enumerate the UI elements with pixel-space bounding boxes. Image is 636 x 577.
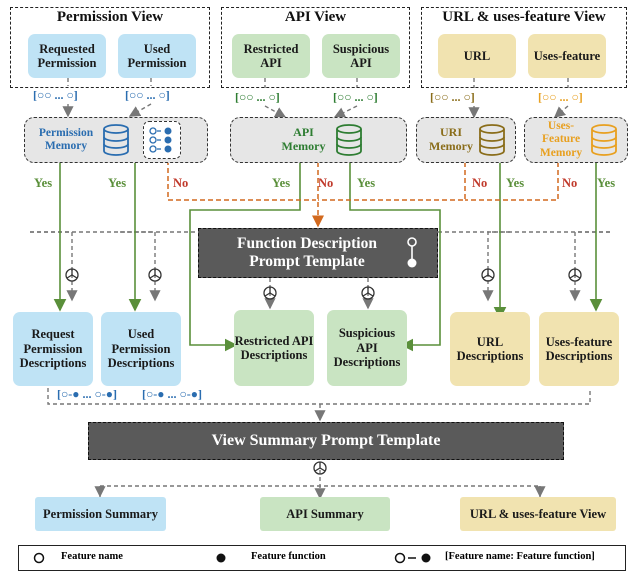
request-permission-descriptions: Request Permission Descriptions bbox=[13, 312, 93, 386]
openai-icon bbox=[148, 268, 162, 282]
feature-list: [○○ ... ○] bbox=[538, 90, 583, 104]
uri-memory: URI Memory bbox=[416, 117, 516, 163]
feature-function-icon bbox=[216, 553, 226, 563]
permission-view-title: Permission View bbox=[56, 9, 164, 25]
url-view-group bbox=[421, 7, 627, 88]
no-label: No bbox=[173, 176, 189, 190]
openai-icon bbox=[263, 286, 277, 300]
feature-list: [○○ ... ○] bbox=[333, 90, 378, 104]
suspicious-api-descriptions: Suspicious API Descriptions bbox=[327, 310, 407, 386]
pair-list: [○-● ... ○-●] bbox=[57, 387, 117, 401]
openai-icon bbox=[65, 268, 79, 282]
openai-icon bbox=[361, 286, 375, 300]
url-descriptions: URL Descriptions bbox=[450, 312, 530, 386]
api-memory: API Memory bbox=[230, 117, 407, 163]
permission-summary: Permission Summary bbox=[35, 497, 166, 531]
url-box: URL bbox=[438, 34, 516, 78]
yes-label: Yes bbox=[506, 176, 525, 190]
requested-permission-box: Requested Permission bbox=[28, 34, 106, 78]
view-summary-template: View Summary Prompt Template bbox=[88, 422, 564, 460]
pair-list: [○-● ... ○-●] bbox=[142, 387, 202, 401]
api-summary: API Summary bbox=[260, 497, 390, 531]
function-template-label: Function Description Prompt Template bbox=[237, 235, 377, 270]
yes-label: Yes bbox=[34, 176, 53, 190]
database-icon bbox=[103, 124, 129, 156]
legend-pair: [Feature name: Feature function] bbox=[445, 551, 595, 562]
legend-feature-name: Feature name bbox=[61, 551, 123, 562]
no-label: No bbox=[562, 176, 578, 190]
feature-name-icon bbox=[33, 552, 45, 564]
no-label: No bbox=[318, 176, 334, 190]
yes-label: Yes bbox=[272, 176, 291, 190]
uses-feature-memory: Uses-Feature Memory bbox=[524, 117, 628, 163]
uses-feature-box: Uses-feature bbox=[528, 34, 606, 78]
api-memory-label: API Memory bbox=[281, 125, 326, 153]
legend-feature-function: Feature function bbox=[251, 551, 326, 562]
function-description-template: Function Description Prompt Template bbox=[198, 228, 438, 278]
database-icon bbox=[591, 124, 617, 156]
openai-icon bbox=[568, 268, 582, 282]
api-view-group bbox=[221, 7, 410, 88]
uri-memory-label: URI Memory bbox=[429, 125, 473, 153]
feature-list: [○○ ... ○] bbox=[430, 90, 475, 104]
feature-list: [○○ ... ○] bbox=[33, 88, 78, 102]
url-view-summary: URL & uses-feature View bbox=[460, 497, 616, 531]
legend: Feature name Feature function [Feature n… bbox=[18, 545, 626, 571]
toggle-icon bbox=[407, 237, 417, 268]
uses-feature-memory-label: Uses-Feature Memory bbox=[539, 120, 583, 159]
url-view-title: URL & uses-feature View bbox=[442, 9, 606, 25]
openai-icon bbox=[481, 268, 495, 282]
yes-label: Yes bbox=[597, 176, 616, 190]
permission-memory: Permission Memory bbox=[24, 117, 208, 163]
used-permission-box: Used Permission bbox=[118, 34, 196, 78]
feature-list: [○○ ... ○] bbox=[125, 88, 170, 102]
feature-pair-icon bbox=[394, 552, 431, 564]
used-permission-descriptions: Used Permission Descriptions bbox=[101, 312, 181, 386]
permission-view-group bbox=[10, 7, 210, 88]
restricted-api-box: Restricted API bbox=[232, 34, 310, 78]
feature-list: [○○ ... ○] bbox=[235, 90, 280, 104]
database-icon bbox=[335, 124, 362, 156]
suspicious-api-box: Suspicious API bbox=[322, 34, 400, 78]
feature-pairs-icon bbox=[143, 121, 181, 159]
database-icon bbox=[479, 124, 505, 156]
restricted-api-descriptions: Restricted API Descriptions bbox=[234, 310, 314, 386]
yes-label: Yes bbox=[357, 176, 376, 190]
uses-feature-descriptions: Uses-feature Descriptions bbox=[539, 312, 619, 386]
yes-label: Yes bbox=[108, 176, 127, 190]
api-view-title: API View bbox=[284, 9, 347, 25]
openai-icon bbox=[313, 461, 327, 475]
no-label: No bbox=[472, 176, 488, 190]
permission-memory-label: Permission Memory bbox=[38, 126, 94, 152]
